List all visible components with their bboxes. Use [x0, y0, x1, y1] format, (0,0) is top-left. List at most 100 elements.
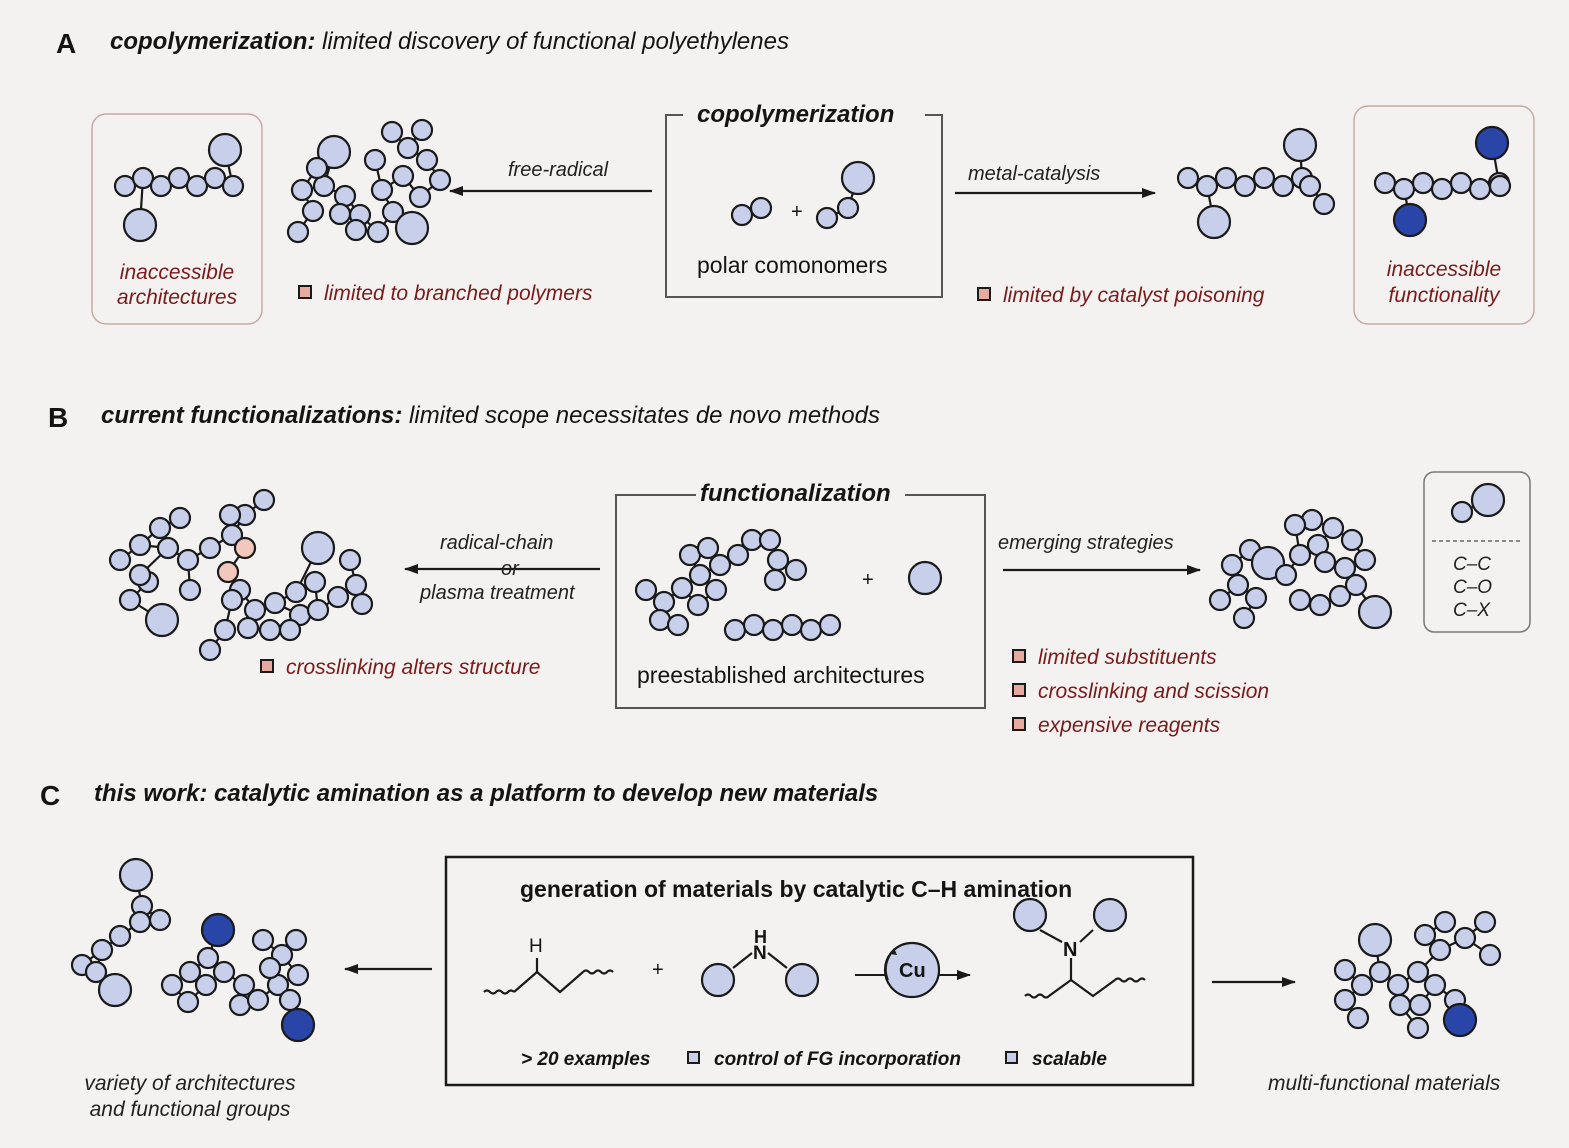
preestablished-caption: preestablished architectures	[637, 662, 925, 688]
monomer-node	[1271, 174, 1295, 198]
monomer-node	[216, 560, 240, 584]
monomer-node	[178, 578, 202, 602]
monomer-node	[278, 988, 302, 1012]
panel-b-heading-rest: limited scope necessitates de novo metho…	[402, 402, 880, 429]
monomer-node	[1478, 943, 1502, 967]
plasma-treatment-label: plasma treatment	[420, 582, 575, 604]
monomer-node	[704, 578, 728, 602]
amine-n-atom: N	[753, 943, 767, 964]
monomer-node	[290, 178, 314, 202]
linear-polymer-polar-left	[113, 132, 245, 243]
crosslinking-scission-label: crosslinking and scission	[1012, 681, 1269, 702]
polar-group-node	[122, 207, 158, 243]
monomer-node	[1233, 174, 1257, 198]
polar-group-node	[144, 602, 180, 638]
inaccessible-functionality-line2: functionality	[1388, 284, 1500, 307]
amine-h-atom: H	[754, 927, 767, 947]
monomer-node	[1313, 550, 1337, 574]
amination-box-title: generation of materials by catalytic C–H…	[520, 876, 1073, 902]
monomer-node	[178, 960, 202, 984]
bullet-icon	[1005, 1051, 1018, 1064]
monomer-node	[1346, 1006, 1370, 1030]
functional-group-node	[280, 1007, 316, 1043]
monomer-node	[1220, 553, 1244, 577]
monomer-node	[90, 938, 114, 962]
amination-box	[444, 855, 1195, 1087]
monomer-node	[328, 202, 352, 226]
copolymerization-title: copolymerization	[697, 101, 895, 128]
bond-types-reagent	[1450, 482, 1506, 524]
bullet-icon	[298, 285, 312, 299]
monomer-node	[1453, 926, 1477, 950]
monomer-node	[749, 196, 773, 220]
monomer-node	[1408, 993, 1432, 1017]
monomer-node	[363, 148, 387, 172]
monomer-node	[160, 973, 184, 997]
monomer-node	[148, 516, 172, 540]
product-substituents	[1012, 897, 1128, 933]
crosslinking-alters-label: crosslinking alters structure	[260, 657, 540, 678]
monomer-node	[252, 488, 276, 512]
monomer-node	[766, 548, 790, 572]
monomer-node	[1214, 166, 1238, 190]
bond-cx-label: C–X	[1453, 600, 1490, 621]
bond-co-label: C–O	[1453, 577, 1493, 598]
monomer-node	[696, 536, 720, 560]
monomer-node	[380, 120, 404, 144]
monomer-node	[236, 616, 260, 640]
monomer-node	[408, 185, 432, 209]
functional-group-node	[1442, 1002, 1478, 1038]
monomer-node	[410, 118, 434, 142]
limited-branched-text: limited to branched polymers	[324, 282, 593, 305]
monomer-node	[1449, 171, 1473, 195]
polar-group-node	[207, 132, 243, 168]
monomer-node	[415, 148, 439, 172]
monomer-node	[1423, 973, 1447, 997]
monomer-node	[196, 946, 220, 970]
functionalization-title: functionalization	[700, 480, 891, 507]
linear-polymer-metal-catalysis	[1176, 127, 1336, 240]
monomer-node	[428, 168, 452, 192]
or-label: or	[501, 558, 519, 580]
monomer-node	[1488, 174, 1512, 198]
polar-group-node	[840, 160, 876, 196]
polar-group-node	[1012, 897, 1048, 933]
aminated-product	[1024, 929, 1146, 999]
monomer-node	[1283, 513, 1307, 537]
monomer-node	[1344, 573, 1368, 597]
monomer-node	[836, 196, 860, 220]
monomer-node	[799, 618, 823, 642]
monomer-node	[220, 588, 244, 612]
alkane-h-atom: H	[529, 936, 543, 957]
branched-polymer-functionalized	[160, 912, 316, 1043]
monomer-node	[221, 174, 245, 198]
monomer-node	[1298, 174, 1322, 198]
polar-group-node	[1470, 482, 1506, 518]
polar-group-node	[300, 530, 336, 566]
catalyst-poisoning-text: limited by catalyst poisoning	[1003, 284, 1265, 307]
metal-catalysis-label: metal-catalysis	[968, 163, 1101, 185]
monomer-node	[113, 174, 137, 198]
polar-group-node	[1357, 594, 1393, 630]
monomer-node	[1406, 960, 1430, 984]
monomer-node	[648, 608, 672, 632]
panel-a-heading: copolymerization: limited discovery of f…	[110, 30, 789, 54]
monomer-node	[1333, 988, 1357, 1012]
monomer-node	[338, 548, 362, 572]
linear-polymer-varied	[70, 857, 172, 1008]
limited-substituents-text: limited substituents	[1038, 646, 1217, 669]
multifunctional-polymer	[1333, 910, 1502, 1040]
free-radical-label: free-radical	[508, 159, 609, 181]
monomer-node	[1288, 543, 1312, 567]
monomer-node	[366, 220, 390, 244]
monomer-node	[212, 960, 236, 984]
panel-b-letter: B	[48, 402, 69, 433]
feature-examples: > 20 examples	[521, 1049, 651, 1070]
expensive-reagents-label: expensive reagents	[1012, 715, 1220, 736]
variety-caption-line1: variety of architectures	[84, 1072, 296, 1095]
linear-polyethylene	[723, 613, 842, 642]
monomer-node	[688, 563, 712, 587]
monomer-node	[228, 993, 252, 1017]
polar-group-node	[1357, 922, 1393, 958]
monomer-node	[84, 960, 108, 984]
